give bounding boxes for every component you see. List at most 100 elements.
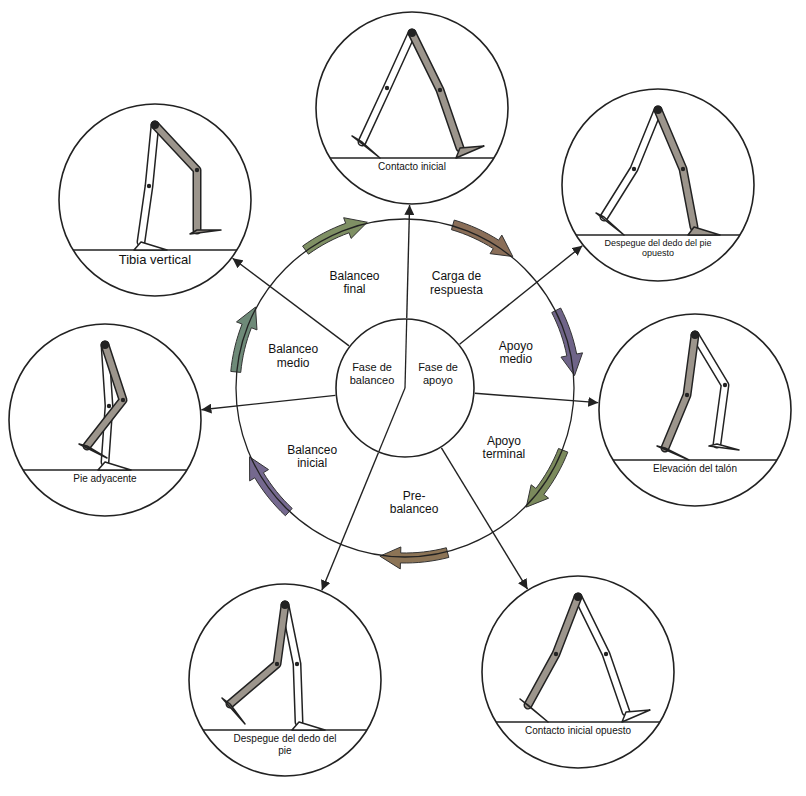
foot xyxy=(98,462,131,470)
text-holder: Despegue del dedo del pie opuesto xyxy=(603,238,713,259)
text-holder: Pre-balanceo xyxy=(381,490,447,518)
node-outline xyxy=(58,103,252,297)
knee-joint xyxy=(685,393,689,397)
leg-segment xyxy=(87,345,123,446)
pose-caption: Despegue del dedo del pie xyxy=(230,733,340,756)
leg-figure xyxy=(576,106,740,235)
phase-divider xyxy=(405,319,407,388)
node-outline xyxy=(315,11,509,205)
node-outline xyxy=(598,313,792,507)
phase-label: Balanceo final xyxy=(321,270,387,298)
text-holder: Fase de apoyo xyxy=(411,361,465,386)
leg-segment xyxy=(141,125,155,242)
cycle-arrow xyxy=(231,307,257,372)
pose-caption: Contacto inicial opuesto xyxy=(523,725,633,737)
leg-segment xyxy=(658,110,694,227)
leg-outline xyxy=(604,110,658,217)
text-holder: Pie adyacente xyxy=(50,473,160,485)
ground-line xyxy=(203,729,367,731)
foot xyxy=(520,699,548,722)
text-holder: Tibia vertical xyxy=(100,253,210,268)
knee-joint xyxy=(632,167,636,171)
knee-joint xyxy=(147,184,151,188)
pose-circle: Contacto inicial xyxy=(315,11,509,205)
leg-outline xyxy=(578,597,626,712)
leg-outline xyxy=(155,125,197,230)
text-holder: Apoyo terminal xyxy=(471,435,537,463)
hip-joint xyxy=(574,593,582,601)
text-holder: Fase de balanceo xyxy=(345,361,399,386)
hip-joint xyxy=(654,106,662,114)
phase-label: Balanceo medio xyxy=(260,343,326,371)
pose-caption: Pie adyacente xyxy=(50,473,160,485)
pose-circle: Pie adyacente xyxy=(8,323,202,517)
leg-segment xyxy=(665,335,695,448)
knee-joint xyxy=(681,167,685,171)
hip-joint xyxy=(281,601,289,609)
circle-outline xyxy=(562,89,754,281)
phase-boundary-arrow xyxy=(201,395,335,409)
leg-segment xyxy=(155,125,197,230)
circle-outline xyxy=(236,219,574,557)
leg-outline xyxy=(695,335,725,444)
leg-figure xyxy=(73,121,237,250)
circle-outline xyxy=(482,576,674,768)
phase-boundary-arrow xyxy=(475,393,598,402)
leg-segment xyxy=(604,110,658,217)
circle-outline xyxy=(9,324,201,516)
leg-segment xyxy=(528,597,578,705)
phase-hub: Fase de balanceo Fase de apoyo xyxy=(335,318,475,458)
pose-circle: Despegue del dedo del pie xyxy=(188,583,382,777)
text-holder: Contacto inicial opuesto xyxy=(523,725,633,737)
foot xyxy=(222,698,245,724)
foot xyxy=(596,213,624,235)
leg-outline xyxy=(362,33,412,142)
leg-figure xyxy=(613,331,777,460)
cycle-arrow xyxy=(250,457,293,516)
text-holder: Balanceo final xyxy=(321,270,387,298)
ground-line xyxy=(330,157,494,159)
phase-boundary-arrow xyxy=(322,453,379,591)
knee-joint xyxy=(438,88,442,92)
leg-segment xyxy=(578,597,626,712)
text-holder: Balanceo inicial xyxy=(279,444,345,472)
knee-joint xyxy=(723,383,727,387)
leg-outline xyxy=(528,597,578,705)
node-outline xyxy=(335,318,475,458)
leg-outline xyxy=(230,605,285,704)
leg-outline xyxy=(658,110,694,227)
leg-segment xyxy=(230,605,285,704)
leg-segment xyxy=(412,33,460,148)
leg-outline xyxy=(412,33,460,148)
cycle-arrow xyxy=(303,218,368,254)
phase-divider xyxy=(379,388,405,452)
text-holder: Elevación del talón xyxy=(640,463,750,475)
leg-segment xyxy=(695,335,725,444)
pose-caption: Contacto inicial xyxy=(357,161,467,173)
foot xyxy=(657,446,689,460)
hip-joint xyxy=(151,121,159,129)
hip-joint xyxy=(408,29,416,37)
knee-joint xyxy=(295,662,299,666)
leg-figure xyxy=(330,29,494,158)
leg-figure xyxy=(23,341,187,470)
node-outline xyxy=(481,575,675,769)
text-holder: Contacto inicial xyxy=(357,161,467,173)
knee-joint xyxy=(195,168,199,172)
pose-caption: Tibia vertical xyxy=(100,253,210,268)
leg-segment xyxy=(362,33,412,142)
foot xyxy=(688,227,720,235)
pose-circle: Elevación del talón xyxy=(598,313,792,507)
circle-outline xyxy=(599,314,791,506)
leg-figure xyxy=(496,593,660,722)
text-holder: Despegue del dedo del pie xyxy=(230,733,340,756)
foot xyxy=(79,444,107,458)
leg-outline xyxy=(665,335,695,448)
phase-label: Carga de respuesta xyxy=(423,270,489,298)
leg-outline xyxy=(141,125,155,242)
pose-circle: Tibia vertical xyxy=(58,103,252,297)
leg-figure xyxy=(203,601,367,730)
phase-group-label: Fase de apoyo xyxy=(411,361,465,386)
phase-label: Apoyo terminal xyxy=(471,435,537,463)
